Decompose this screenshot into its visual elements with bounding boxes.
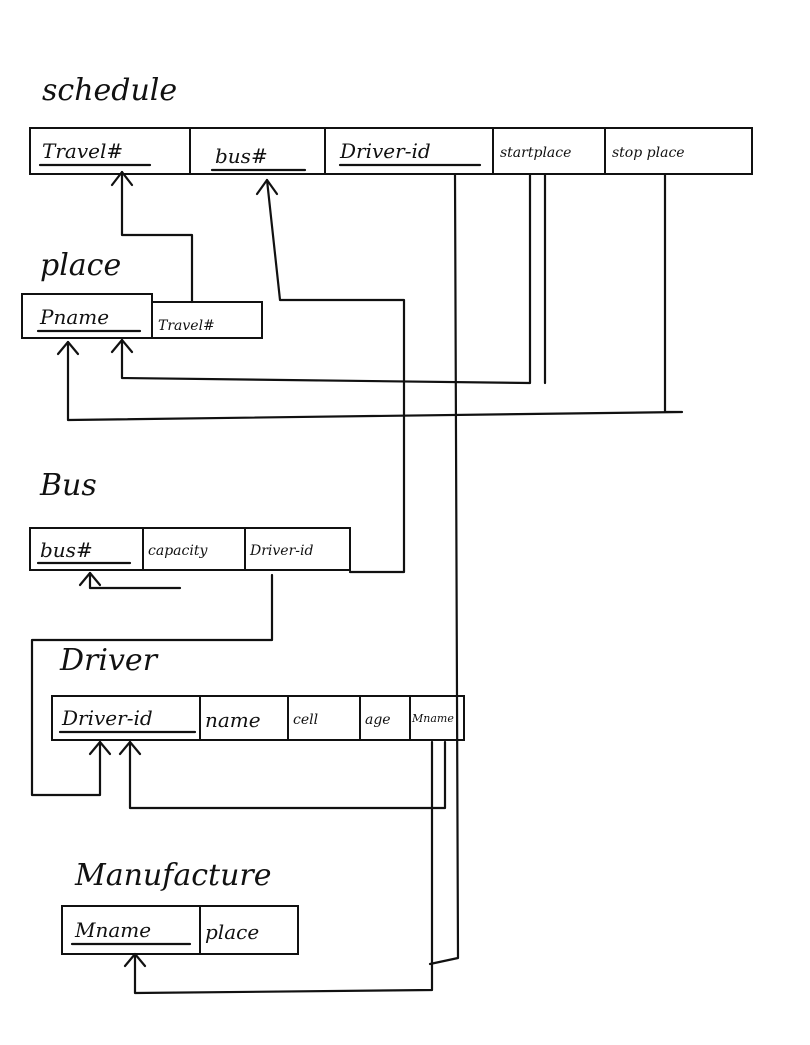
arrowhead <box>118 740 142 756</box>
arrowhead <box>110 338 134 354</box>
fk-arrow-driver-manufacture <box>133 740 434 995</box>
place-title: place <box>40 248 121 283</box>
place-col-travel: Travel# <box>158 318 215 334</box>
table-place: place Pname Travel# <box>21 248 263 339</box>
arrowhead <box>88 740 112 756</box>
table-bus: Bus bus# capacity Driver-id <box>29 468 351 571</box>
bus-col-bus: bus# <box>40 538 93 562</box>
place-col-box <box>151 301 263 339</box>
arrowhead <box>78 571 102 587</box>
fk-arrow-driver-inner <box>128 740 447 810</box>
place-col-pname: Pname <box>39 305 109 329</box>
driver-col-cell: cell <box>293 712 318 728</box>
table-driver: Driver Driver-id name cell age Mname <box>51 643 465 741</box>
bus-col-capacity: capacity <box>148 543 208 559</box>
table-manufacture: Manufacture Mname place <box>61 858 299 955</box>
fk-arrow-bus-driver <box>30 573 274 797</box>
schedule-col-stopplace: stop place <box>612 145 685 161</box>
manufacture-row-box <box>61 905 299 955</box>
manufacture-col-mname: Mname <box>74 918 151 942</box>
fk-arrows <box>30 170 684 995</box>
driver-row-box <box>51 695 465 741</box>
schedule-title: schedule <box>42 73 177 108</box>
fk-arrow-stopplace <box>66 173 684 422</box>
driver-col-id: Driver-id <box>61 706 153 730</box>
arrowhead <box>110 170 134 187</box>
bus-title: Bus <box>39 468 97 503</box>
driver-title: Driver <box>59 643 159 678</box>
fk-arrow-schedule-driver <box>428 173 460 966</box>
fk-arrow-bus-local <box>88 571 182 590</box>
schedule-col-travel: Travel# <box>42 139 123 163</box>
manufacture-col-place: place <box>205 920 259 944</box>
arrowhead <box>255 178 279 196</box>
schedule-col-bus: bus# <box>215 144 268 168</box>
driver-col-age: age <box>365 712 391 728</box>
bus-row-box <box>29 527 351 571</box>
driver-col-name: name <box>205 708 261 732</box>
driver-col-mname: Mname <box>411 712 454 725</box>
bus-col-driver: Driver-id <box>249 543 313 559</box>
arrowhead <box>56 340 80 356</box>
schedule-row-box <box>29 127 753 175</box>
table-schedule: schedule Travel# bus# Driver-id startpla… <box>29 73 753 175</box>
fk-arrow-startplace <box>120 173 532 385</box>
manufacture-title: Manufacture <box>74 858 272 893</box>
schedule-col-driver: Driver-id <box>339 139 431 163</box>
arrowhead <box>123 952 147 968</box>
schedule-col-startplace: startplace <box>500 145 571 161</box>
fk-arrow-place-travel <box>120 170 194 304</box>
fk-arrow-bus-schedule <box>265 178 406 574</box>
